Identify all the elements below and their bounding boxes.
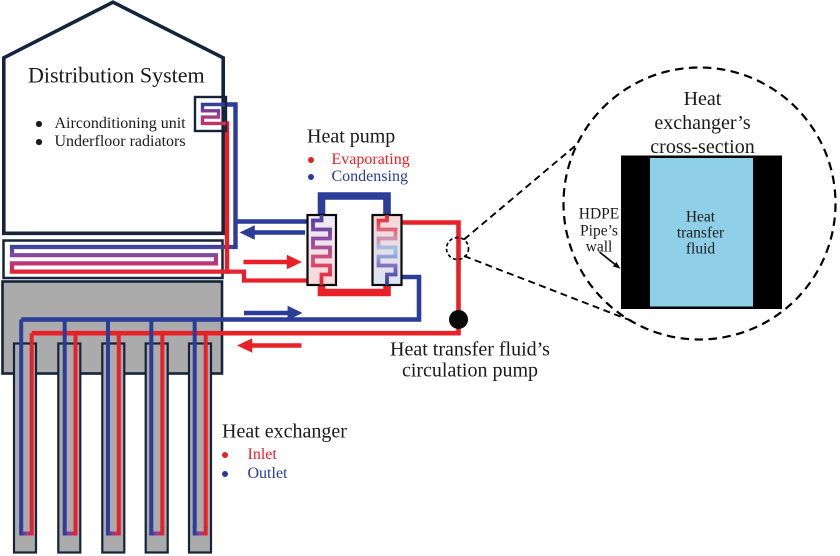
legend-label: Condensing [331, 168, 408, 185]
borehole [144, 342, 169, 554]
house-outline [1, 0, 225, 236]
wall-pointer-arrow [598, 251, 621, 269]
heat-transfer-fluid-label: Heat transfer fluid [676, 208, 725, 257]
heat-pump-unit [306, 192, 403, 297]
house-pipes [221, 102, 309, 274]
legend-condensing: Condensing [307, 168, 408, 186]
distribution-system-title: Distribution System [28, 62, 205, 88]
legend-label: Inlet [247, 446, 277, 463]
house-bullet-underfloor: Underfloor radiators [36, 133, 186, 151]
bullet-label: Airconditioning unit [54, 115, 186, 132]
ac-unit-box [193, 95, 228, 133]
flow-arrow-red-right [243, 254, 302, 270]
circulation-pump-dot [449, 310, 468, 329]
zoom-connector-line-top [463, 142, 579, 241]
compressor-pipe-blue [317, 192, 391, 219]
ac-coil [200, 102, 227, 126]
zoom-source-circle [445, 236, 470, 261]
flow-arrow-blue-right [244, 305, 303, 321]
bullet-dot [36, 121, 42, 127]
borehole-pipes-blue [19, 319, 197, 528]
red-bullet-dot [221, 452, 228, 458]
red-bullet-dot [307, 156, 314, 163]
ground-loop [19, 220, 461, 536]
flow-arrow-red-left [237, 338, 302, 353]
condenser-coil [311, 215, 332, 285]
blue-bullet-dot [221, 470, 228, 477]
evaporator-coil [376, 215, 398, 285]
legend-inlet: Inlet [221, 446, 277, 464]
zoom-connector-line-bottom [463, 255, 633, 322]
ground-block-group [1, 280, 224, 554]
heat-transfer-fluid-area [650, 158, 753, 307]
blue-bullet-dot [307, 174, 314, 180]
inlet-header-red [31, 220, 461, 336]
house-bullet-airconditioning: Airconditioning unit [36, 115, 186, 133]
outlet-header-blue [21, 274, 422, 322]
cross-section-title: Heat exchanger’s cross-section [650, 88, 755, 158]
legend-label: Outlet [247, 464, 288, 482]
legend-label: Evaporating [331, 150, 410, 168]
underfloor-coil [9, 244, 309, 283]
heat-pump-title: Heat pump [307, 125, 396, 147]
cross-section-magnifier [445, 66, 837, 341]
expansion-pipe-red [317, 281, 391, 297]
flow-arrow-blue-left [239, 225, 305, 240]
bullet-dot [36, 139, 42, 145]
borehole [101, 342, 126, 554]
borehole-u-bends [19, 527, 208, 536]
flow-arrows [237, 225, 305, 353]
hdpe-wall-label: HDPE Pipe’s wall [578, 205, 620, 256]
legend-outlet: Outlet [221, 464, 288, 483]
legend-evaporating: Evaporating [307, 150, 410, 169]
borehole-pipes-red [29, 333, 208, 528]
ac-unit [193, 95, 228, 133]
bullet-label: Underfloor radiators [54, 133, 186, 150]
heat-exchanger-title: Heat exchanger [222, 420, 347, 442]
circulation-pump-label: Heat transfer fluid’s circulation pump [390, 338, 550, 381]
